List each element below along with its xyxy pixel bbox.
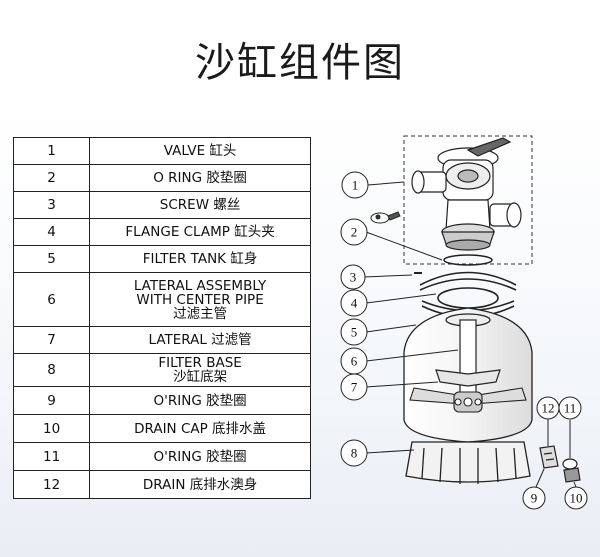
- part-number: 9: [12, 386, 91, 415]
- page-title: 沙缸组件图: [195, 40, 405, 86]
- callouts-group: 1 2 3 4 5 6 7 8 12 11 9 10: [340, 171, 588, 510]
- screw-icon: [370, 211, 401, 224]
- callout-9: 9: [522, 486, 546, 510]
- part-name: DRAIN CAP 底排水盖: [89, 414, 311, 443]
- part-number: 5: [12, 245, 91, 273]
- part-name: FILTER TANK 缸身: [89, 245, 311, 273]
- part-name: FILTER BASE 沙缸底架: [89, 353, 311, 387]
- o-ring-icon: [443, 254, 493, 266]
- part-number: 3: [12, 191, 91, 219]
- callout-11: 11: [558, 396, 582, 420]
- part-number: 7: [12, 326, 91, 354]
- center-pipe-icon: [435, 319, 501, 399]
- part-name: LATERAL 过滤管: [89, 326, 311, 354]
- part-number: 12: [12, 470, 91, 499]
- callout-8: 8: [340, 439, 368, 467]
- callout-4: 4: [340, 289, 368, 317]
- laterals-icon: [409, 387, 527, 413]
- svg-text:10: 10: [570, 491, 583, 506]
- valve-dashed-box: [403, 135, 533, 265]
- svg-text:1: 1: [352, 178, 359, 193]
- svg-text:9: 9: [531, 491, 538, 506]
- svg-text:7: 7: [351, 380, 358, 395]
- callout-5: 5: [340, 318, 368, 346]
- part-number: 2: [12, 164, 91, 192]
- callout-12: 12: [536, 396, 560, 420]
- part-number: 10: [12, 414, 91, 443]
- svg-text:12: 12: [542, 401, 555, 416]
- svg-text:3: 3: [350, 270, 357, 285]
- svg-text:6: 6: [351, 354, 358, 369]
- part-name: FLANGE CLAMP 缸头夹: [89, 218, 311, 246]
- part-number: 4: [12, 218, 91, 246]
- part-name: SCREW 螺丝: [89, 191, 311, 219]
- part-name: DRAIN 底排水澳身: [89, 470, 311, 499]
- callout-3: 3: [340, 264, 366, 290]
- callout-6: 6: [340, 347, 368, 375]
- filter-base-icon: [405, 441, 531, 484]
- svg-text:5: 5: [351, 325, 358, 340]
- part-number: 8: [12, 353, 91, 387]
- part-number: 1: [12, 137, 91, 165]
- part-name: O'RING 胶垫圈: [89, 386, 311, 415]
- callout-10: 10: [564, 486, 588, 510]
- callout-1: 1: [341, 171, 369, 199]
- part-name: VALVE 缸头: [89, 137, 311, 165]
- callout-leaders: [363, 181, 577, 488]
- callout-2: 2: [340, 218, 368, 246]
- part-number: 11: [12, 442, 91, 471]
- part-name: O RING 胶垫圈: [89, 164, 311, 192]
- svg-text:11: 11: [564, 401, 577, 416]
- svg-text:2: 2: [351, 225, 358, 240]
- callout-7: 7: [340, 373, 368, 401]
- svg-text:4: 4: [351, 296, 358, 311]
- part-number: 6: [12, 272, 91, 327]
- part-name: O'RING 胶垫圈: [89, 442, 311, 471]
- svg-text:8: 8: [351, 446, 358, 461]
- drain-parts-icon: [539, 445, 581, 483]
- valve-icon: [411, 137, 522, 251]
- part-name: LATERAL ASSEMBLY WITH CENTER PIPE 过滤主管: [89, 272, 311, 327]
- sand-filter-diagram: 1 2 3 4 5 6 7 8 12 11 9 10: [340, 135, 588, 510]
